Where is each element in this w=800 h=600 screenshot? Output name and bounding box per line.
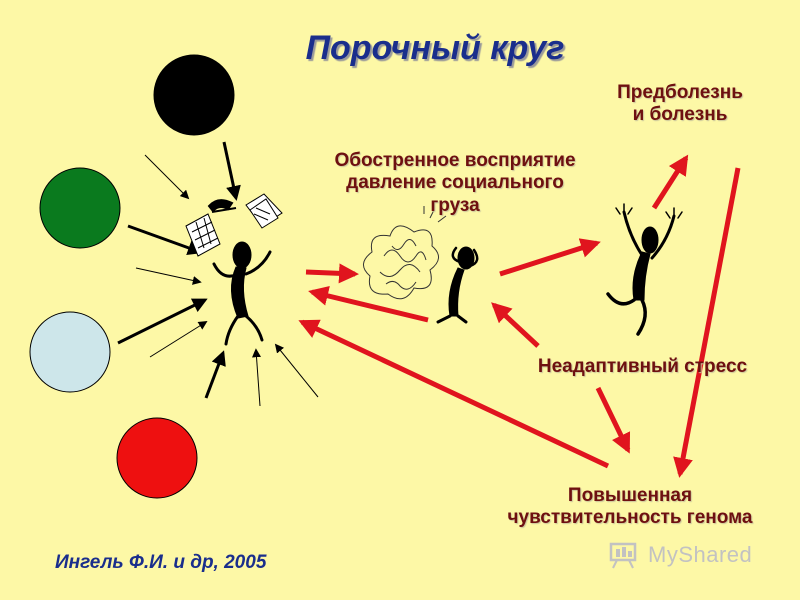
- thin-arrow-1: [144, 154, 190, 200]
- predisease-line2: и болезнь: [632, 104, 728, 126]
- arrow-predisease-to-genome: [673, 167, 741, 478]
- arrow-figure-to-cloud: [305, 263, 359, 284]
- genome-line1: Повышенная: [567, 485, 693, 506]
- red-circle: [116, 417, 198, 499]
- watermark-logo-icon: [609, 542, 637, 569]
- genome-line2: чувствительность генома: [507, 507, 753, 529]
- perception-line2: давление социального: [346, 172, 564, 194]
- arrow-genome-to-figure: [298, 319, 610, 469]
- papers-icon: [245, 193, 283, 229]
- predisease-label: Предболезнь и болезнь: [590, 82, 770, 127]
- arrow-from-black-circle: [222, 141, 241, 201]
- black-circle: [153, 54, 235, 136]
- arrow-to-predisease: [651, 154, 689, 210]
- stressed-figure-icon: [436, 246, 479, 324]
- perception-line3: груза: [430, 194, 480, 216]
- calendar-icon: [185, 213, 221, 257]
- stressor-arrows: [117, 141, 319, 407]
- central-figure-icon: [212, 241, 272, 346]
- arrow-from-green-circle: [127, 224, 203, 255]
- green-circle: [39, 167, 121, 249]
- perception-label: Обостренное восприятие давление социальн…: [280, 150, 630, 217]
- genome-label: Повышенная чувствительность генома: [470, 485, 790, 530]
- arrow-stress-back-to-figure-top: [308, 286, 429, 323]
- arrow-stress-to-stressed-figure: [491, 302, 540, 348]
- thin-arrow-5: [274, 343, 319, 398]
- thin-arrow-2: [135, 267, 202, 285]
- arrow-from-lightblue-circle: [117, 298, 208, 345]
- lightblue-circle: [29, 311, 111, 393]
- arrow-to-jumping-figure: [499, 238, 601, 277]
- perception-line1: Обостренное восприятие: [334, 150, 576, 171]
- citation: Ингель Ф.И. и др, 2005: [55, 552, 267, 573]
- thin-arrow-4: [252, 348, 262, 407]
- scribble-cloud-icon: [363, 206, 447, 300]
- stress-label: Неадаптивный стресс: [537, 356, 748, 377]
- arrow-from-red-circle: [204, 350, 226, 399]
- jumping-figure-icon: [606, 203, 683, 336]
- predisease-line1: Предболезнь: [617, 82, 743, 103]
- thin-arrow-3: [149, 321, 208, 358]
- cycle-arrows: [298, 154, 741, 478]
- slide-title: Порочный круг: [305, 29, 565, 67]
- arrow-stress-to-genome: [595, 386, 631, 454]
- watermark: MyShared: [608, 540, 778, 570]
- watermark-text: MyShared: [648, 542, 753, 567]
- telephone-icon: [207, 199, 237, 213]
